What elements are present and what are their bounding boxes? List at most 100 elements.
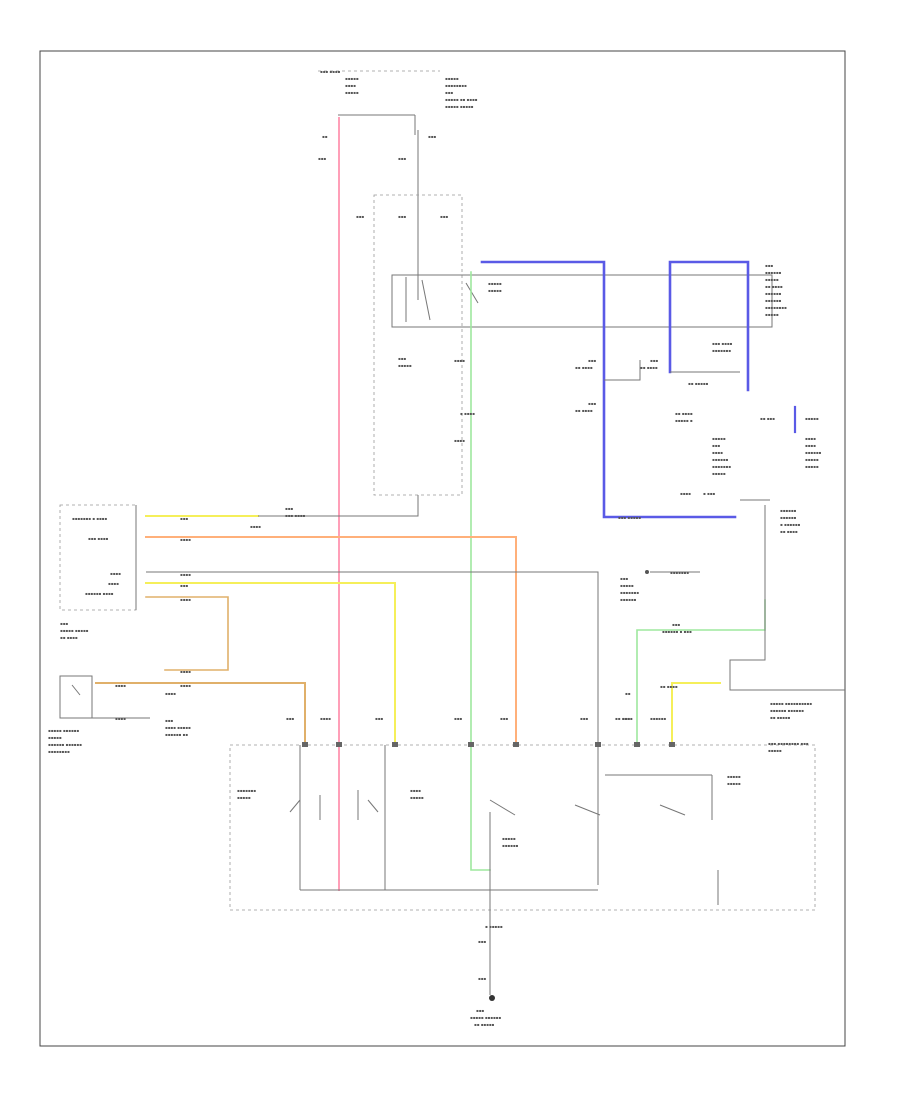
svg-text:▪▪▪▪▪▪: ▪▪▪▪▪▪ bbox=[805, 450, 822, 455]
svg-text:▪▪▪▪: ▪▪▪▪ bbox=[712, 450, 723, 455]
svg-text:▪▪▪▪▪: ▪▪▪▪▪ bbox=[712, 436, 726, 441]
svg-text:▪▪▪: ▪▪▪ bbox=[454, 716, 462, 721]
svg-text:▪▪▪▪: ▪▪▪▪ bbox=[180, 572, 191, 577]
svg-text:▪▪▪▪▪▪: ▪▪▪▪▪▪ bbox=[620, 597, 637, 602]
left-module: ▪▪▪▪▪▪▪ ▪ ▪▪▪▪ ▪▪▪ ▪▪▪▪ ▪▪▪▪ ▪▪▪▪ ▪▪▪▪▪▪… bbox=[59, 504, 137, 640]
svg-text:▪▪▪: ▪▪▪ bbox=[445, 90, 453, 95]
svg-text:▪▪▪▪: ▪▪▪▪ bbox=[110, 571, 121, 576]
svg-text:▪▪▪▪: ▪▪▪▪ bbox=[165, 691, 176, 696]
svg-text:▪▪ ▪▪▪▪: ▪▪ ▪▪▪▪ bbox=[615, 716, 633, 721]
svg-text:▪▪▪▪▪: ▪▪▪▪▪ bbox=[768, 748, 782, 753]
wire-tan-upper bbox=[145, 596, 229, 671]
svg-text:▪▪ ▪▪▪▪▪: ▪▪ ▪▪▪▪▪ bbox=[770, 715, 791, 720]
svg-text:▪▪▪▪: ▪▪▪▪ bbox=[115, 683, 126, 688]
svg-text:▪▪ ▪▪▪▪: ▪▪ ▪▪▪▪ bbox=[60, 635, 78, 640]
svg-text:▪▪▪▪▪ ▪▪▪▪▪▪▪▪▪▪: ▪▪▪▪▪ ▪▪▪▪▪▪▪▪▪▪ bbox=[770, 701, 812, 706]
diagram-frame bbox=[39, 50, 846, 1047]
svg-text:▪▪▪▪▪: ▪▪▪▪▪ bbox=[727, 781, 741, 786]
svg-text:▪▪▪▪▪▪▪▪: ▪▪▪▪▪▪▪▪ bbox=[445, 83, 467, 88]
ground-section: ▪ ▪▪▪▪▪ ▪▪▪ ▪▪▪ ▪▪▪ ▪▪▪▪▪ ▪▪▪▪▪▪ ▪▪ ▪▪▪▪… bbox=[470, 924, 503, 1027]
svg-text:▪▪▪▪▪▪▪: ▪▪▪▪▪▪▪ bbox=[712, 464, 731, 469]
svg-text:▪▪▪▪▪▪: ▪▪▪▪▪▪ bbox=[765, 291, 782, 296]
svg-text:▪▪▪▪▪▪▪: ▪▪▪▪▪▪▪ bbox=[237, 788, 256, 793]
svg-text:▪▪▪▪▪: ▪▪▪▪▪ bbox=[805, 457, 819, 462]
wire-blue-right bbox=[668, 260, 750, 392]
svg-text:▪▪ ▪▪▪▪: ▪▪ ▪▪▪▪ bbox=[660, 684, 678, 689]
svg-text:▪▪▪▪▪ ▪: ▪▪▪▪▪ ▪ bbox=[675, 418, 693, 423]
svg-text:▪▪▪▪▪▪ ▪▪: ▪▪▪▪▪▪ ▪▪ bbox=[165, 732, 188, 737]
svg-text:▪▪ ▪▪▪▪: ▪▪ ▪▪▪▪ bbox=[780, 529, 798, 534]
bottom-control-unit: ▪▪▪▪▪▪▪ ▪▪▪▪▪ ▪▪▪▪ ▪▪▪▪▪ ▪▪▪▪▪ ▪▪▪▪▪▪ ▪▪… bbox=[229, 741, 816, 935]
svg-text:▪▪▪▪▪: ▪▪▪▪▪ bbox=[502, 836, 516, 841]
svg-text:▪▪▪▪▪▪: ▪▪▪▪▪▪ bbox=[765, 298, 782, 303]
svg-text:▪▪▪▪▪▪▪: ▪▪▪▪▪▪▪ bbox=[712, 348, 731, 353]
svg-text:▪▪▪▪▪▪ ▪▪▪▪▪▪: ▪▪▪▪▪▪ ▪▪▪▪▪▪ bbox=[48, 742, 82, 747]
svg-text:▪▪▪ ▪▪▪▪: ▪▪▪ ▪▪▪▪ bbox=[285, 513, 306, 518]
svg-text:▪▪▪▪▪: ▪▪▪▪▪ bbox=[765, 312, 779, 317]
svg-text:▪▪▪: ▪▪▪ bbox=[318, 156, 326, 161]
svg-text:▪▪▪: ▪▪▪ bbox=[476, 1008, 484, 1013]
svg-text:▪▪▪▪: ▪▪▪▪ bbox=[805, 443, 816, 448]
svg-text:▪▪▪▪▪: ▪▪▪▪▪ bbox=[410, 795, 424, 800]
svg-text:▪▪▪▪▪ ▪▪▪▪▪: ▪▪▪▪▪ ▪▪▪▪▪ bbox=[445, 104, 474, 109]
svg-text:▪▪▪ ▪▪▪▪▪▪▪▪ ▪▪▪: ▪▪▪ ▪▪▪▪▪▪▪▪ ▪▪▪ bbox=[768, 741, 809, 746]
wire-green-right bbox=[636, 599, 766, 746]
svg-text:▪▪▪: ▪▪▪ bbox=[398, 356, 406, 361]
gray-wires bbox=[146, 360, 845, 745]
svg-text:▪▪▪▪▪▪ ▪▪▪▪: ▪▪▪▪▪▪ ▪▪▪▪ bbox=[85, 591, 114, 596]
svg-text:▪▪▪▪▪: ▪▪▪▪▪ bbox=[237, 795, 251, 800]
svg-text:▪▪ ▪▪▪▪▪: ▪▪ ▪▪▪▪▪ bbox=[688, 381, 709, 386]
svg-text:▪▪▪▪▪: ▪▪▪▪▪ bbox=[445, 76, 459, 81]
svg-text:▪▪▪: ▪▪▪ bbox=[398, 156, 406, 161]
svg-text:▪▪▪▪▪ ▪▪▪▪▪: ▪▪▪▪▪ ▪▪▪▪▪ bbox=[60, 628, 89, 633]
svg-text:▪▪▪: ▪▪▪ bbox=[180, 583, 188, 588]
svg-text:▪▪▪▪▪▪▪: ▪▪▪▪▪▪▪ bbox=[670, 570, 689, 575]
svg-text:▪▪▪▪▪▪: ▪▪▪▪▪▪ bbox=[780, 515, 797, 520]
svg-text:▪▪▪▪▪▪: ▪▪▪▪▪▪ bbox=[502, 843, 519, 848]
svg-text:▪▪▪▪▪▪: ▪▪▪▪▪▪ bbox=[712, 457, 729, 462]
svg-text:▪▪▪▪: ▪▪▪▪ bbox=[180, 597, 191, 602]
svg-text:▪▪▪ ▪▪▪▪▪: ▪▪▪ ▪▪▪▪▪ bbox=[618, 515, 641, 520]
svg-text:▪▪▪▪▪: ▪▪▪▪▪ bbox=[765, 277, 779, 282]
svg-text:▪▪▪▪: ▪▪▪▪ bbox=[805, 436, 816, 441]
svg-text:▪▪▪: ▪▪▪ bbox=[620, 576, 628, 581]
svg-text:▪ ▪▪▪▪: ▪ ▪▪▪▪ bbox=[460, 411, 475, 416]
svg-text:▪▪▪: ▪▪▪ bbox=[658, 716, 666, 721]
wire-blue-left bbox=[480, 260, 737, 519]
svg-text:▪▪▪: ▪▪▪ bbox=[180, 516, 188, 521]
svg-text:▪▪▪: ▪▪▪ bbox=[622, 716, 630, 721]
svg-text:▪▪▪: ▪▪▪ bbox=[500, 716, 508, 721]
svg-text:▪▪▪▪: ▪▪▪▪ bbox=[250, 524, 261, 529]
svg-text:▪▪▪▪▪▪: ▪▪▪▪▪▪ bbox=[765, 270, 782, 275]
svg-text:▪▪▪: ▪▪▪ bbox=[478, 939, 486, 944]
svg-text:▪▪▪▪: ▪▪▪▪ bbox=[180, 537, 191, 542]
svg-text:▪▪▪: ▪▪▪ bbox=[60, 621, 68, 626]
wire-green bbox=[470, 271, 491, 871]
svg-text:▪▪: ▪▪ bbox=[322, 134, 328, 139]
svg-text:▪▪ ▪▪▪▪: ▪▪ ▪▪▪▪ bbox=[675, 411, 693, 416]
svg-text:▪▪▪▪▪▪▪▪: ▪▪▪▪▪▪▪▪ bbox=[48, 749, 70, 754]
svg-text:▪▪ ▪▪▪▪▪: ▪▪ ▪▪▪▪▪ bbox=[474, 1022, 495, 1027]
svg-text:▪▪▪: ▪▪▪ bbox=[588, 401, 596, 406]
svg-text:▪▪▪▪: ▪▪▪▪ bbox=[115, 716, 126, 721]
ground-symbol-icon bbox=[489, 995, 495, 1001]
svg-text:▪▪▪▪: ▪▪▪▪ bbox=[410, 788, 421, 793]
svg-text:▪▪▪: ▪▪▪ bbox=[650, 358, 658, 363]
svg-text:▪▪▪▪: ▪▪▪▪ bbox=[345, 83, 356, 88]
svg-text:▪▪▪: ▪▪▪ bbox=[765, 263, 773, 268]
svg-text:▪▪▪▪▪: ▪▪▪▪▪ bbox=[727, 774, 741, 779]
terminal-row: ▪▪▪ ▪▪▪▪ ▪▪▪ ▪▪▪ ▪▪▪ ▪▪▪ ▪▪▪ ▪▪▪ bbox=[286, 716, 675, 747]
svg-text:▪▪▪▪: ▪▪▪▪ bbox=[180, 669, 191, 674]
right-components: ▪▪▪ ▪▪▪▪▪▪ ▪▪▪▪▪ ▪▪ ▪▪▪▪ ▪▪▪▪▪▪ ▪▪▪▪▪▪ ▪… bbox=[620, 263, 822, 720]
svg-text:▪▪▪: ▪▪▪ bbox=[356, 214, 364, 219]
svg-text:▪▪▪▪▪: ▪▪▪▪▪ bbox=[712, 471, 726, 476]
svg-text:▪▪▪: ▪▪▪ bbox=[375, 716, 383, 721]
svg-text:▪▪▪▪▪: ▪▪▪▪▪ bbox=[345, 76, 359, 81]
svg-text:▪▪ ▪▪▪▪: ▪▪ ▪▪▪▪ bbox=[575, 408, 593, 413]
svg-text:▪▪▪: ▪▪▪ bbox=[712, 443, 720, 448]
svg-text:▪▪▪: ▪▪▪ bbox=[440, 214, 448, 219]
relay-box: ▪▪▪ ▪▪▪ ▪▪▪ ▪▪▪▪▪ ▪▪▪▪▪ ▪▪▪ ▪▪▪▪▪ bbox=[356, 214, 773, 368]
svg-text:▪▪▪: ▪▪▪ bbox=[165, 718, 173, 723]
svg-text:▪▪▪▪▪: ▪▪▪▪▪ bbox=[488, 288, 502, 293]
